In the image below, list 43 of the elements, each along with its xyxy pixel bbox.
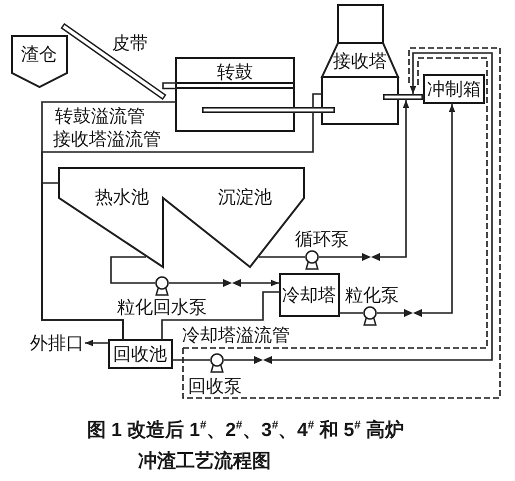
slag-bin: 渣仓 (11, 35, 68, 88)
pump-label: 粒化泵 (345, 284, 399, 306)
figure-caption: 图 1 改造后 1$^{#}$、2$^{#}$、3$^{#}$、4$^{#}$ 和 5$^{#}$ 高炉冲渣工艺流程图 (87, 418, 405, 474)
pipe-arrow (85, 340, 108, 346)
valve-icon (254, 356, 272, 364)
valve-icon (362, 253, 380, 261)
edge-label: 转鼓溢流管 (55, 105, 145, 127)
text-label: 沉淀池 (218, 186, 272, 208)
edge-label: 冷却塔溢流管 (182, 324, 290, 346)
belt-label: 皮带 (112, 32, 148, 54)
pipe (383, 94, 423, 100)
equipment-box: 冲制箱 (423, 74, 485, 104)
equipment-box: 冷却塔 (279, 273, 340, 317)
pipe-line (319, 256, 362, 258)
pipe-arrow (241, 280, 279, 286)
pipe-arrow (422, 104, 456, 314)
pump-icon (363, 306, 377, 326)
pump-label: 循环泵 (295, 228, 349, 250)
outlet-label: 外排口 (29, 332, 85, 354)
pipe (202, 107, 335, 113)
pump-icon (155, 276, 169, 296)
pipe-line (377, 312, 404, 314)
pipe-line (224, 359, 254, 361)
pipe-line (259, 256, 305, 258)
pump-label: 粒化回水泵 (117, 296, 207, 318)
pipe-line (340, 312, 363, 314)
equipment-box: 回收池 (108, 339, 173, 369)
text-label: 热水池 (95, 186, 149, 208)
pump-label: 回收泵 (188, 375, 242, 397)
valve-icon (404, 309, 422, 317)
pump-icon (305, 250, 319, 270)
rotary-drum: 转鼓 (175, 57, 295, 132)
edge-label: 接收塔溢流管 (53, 128, 161, 150)
pipe-line (161, 291, 279, 339)
pipe-line (41, 182, 124, 339)
pump-icon (210, 353, 224, 373)
pipe-line (173, 359, 210, 361)
pipe-line (169, 282, 223, 284)
valve-icon (223, 279, 241, 287)
pipe-arrow (380, 100, 410, 258)
pipe-arrow (272, 52, 493, 361)
pipe-line (110, 256, 155, 284)
receiving-tower: 接收塔 (321, 4, 399, 125)
